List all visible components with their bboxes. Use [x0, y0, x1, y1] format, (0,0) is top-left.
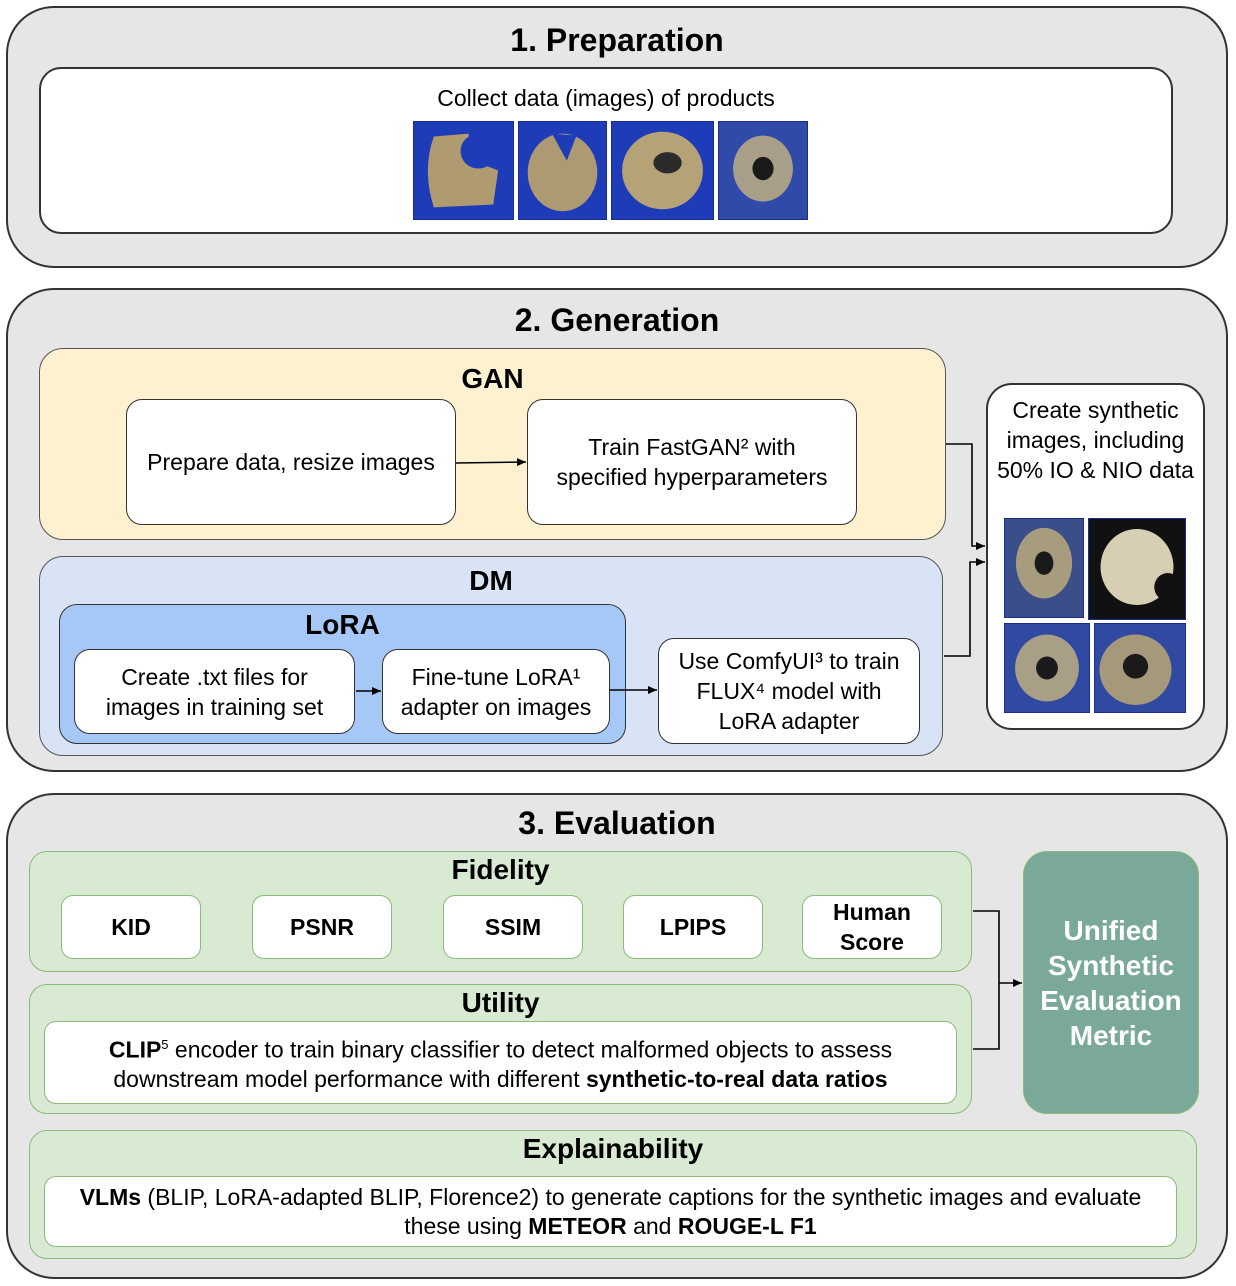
dm-step-finetune-lora: Fine-tune LoRA¹ adapter on images: [382, 649, 610, 734]
metric-lpips: LPIPS: [623, 895, 763, 959]
evaluation-title: 3. Evaluation: [518, 805, 716, 841]
product-photo-3: [611, 121, 714, 220]
collect-data-label: Collect data (images) of products: [437, 85, 775, 111]
generation-title: 2. Generation: [514, 302, 720, 338]
product-photo-4: [718, 121, 808, 220]
metric-kid: KID: [61, 895, 201, 959]
explainability-title: Explainability: [522, 1133, 704, 1164]
preparation-title: 1. Preparation: [510, 22, 724, 58]
explain-rouge: ROUGE-L F1: [677, 1213, 817, 1239]
synthetic-output-label: Create synthetic images, including 50% I…: [997, 397, 1194, 483]
metric-ssim: SSIM: [443, 895, 583, 959]
unified-metric-box: Unified Synthetic Evaluation Metric: [1023, 851, 1199, 1114]
utility-clip-sup: 5: [161, 1037, 169, 1052]
utility-title: Utility: [461, 987, 540, 1018]
dm-step-create-txt: Create .txt files for images in training…: [74, 649, 355, 734]
utility-ratios: synthetic-to-real data ratios: [585, 1065, 888, 1092]
product-photo-2: [518, 121, 607, 220]
dm-step-comfyui-flux: Use ComfyUI³ to train FLUX⁴ model with L…: [658, 638, 920, 744]
synthetic-photo-4: [1094, 623, 1186, 713]
utility-description: CLIP5 encoder to train binary classifier…: [44, 1021, 957, 1104]
dm-title: DM: [469, 565, 513, 596]
synthetic-photo-2: [1088, 518, 1186, 620]
fidelity-title: Fidelity: [451, 854, 550, 885]
metric-psnr: PSNR: [252, 895, 392, 959]
metric-human-score: Human Score: [802, 895, 942, 959]
explain-text: (BLIP, LoRA-adapted BLIP, Florence2) to …: [141, 1184, 1142, 1239]
synthetic-photo-3: [1004, 623, 1090, 713]
explainability-description: VLMs (BLIP, LoRA-adapted BLIP, Florence2…: [44, 1176, 1177, 1247]
lora-title: LoRA: [305, 609, 380, 640]
gan-title: GAN: [461, 363, 524, 394]
explain-vlms: VLMs: [79, 1184, 142, 1210]
gan-step-prepare: Prepare data, resize images: [126, 399, 456, 525]
explain-meteor: METEOR: [528, 1213, 627, 1239]
explain-and: and: [626, 1213, 678, 1239]
utility-clip: CLIP: [108, 1036, 162, 1063]
synthetic-photo-1: [1004, 518, 1084, 618]
utility-text: encoder to train binary classifier to de…: [113, 1036, 893, 1092]
gan-step-train-fastgan: Train FastGAN² with specified hyperparam…: [527, 399, 857, 525]
product-photo-1: [413, 121, 514, 220]
